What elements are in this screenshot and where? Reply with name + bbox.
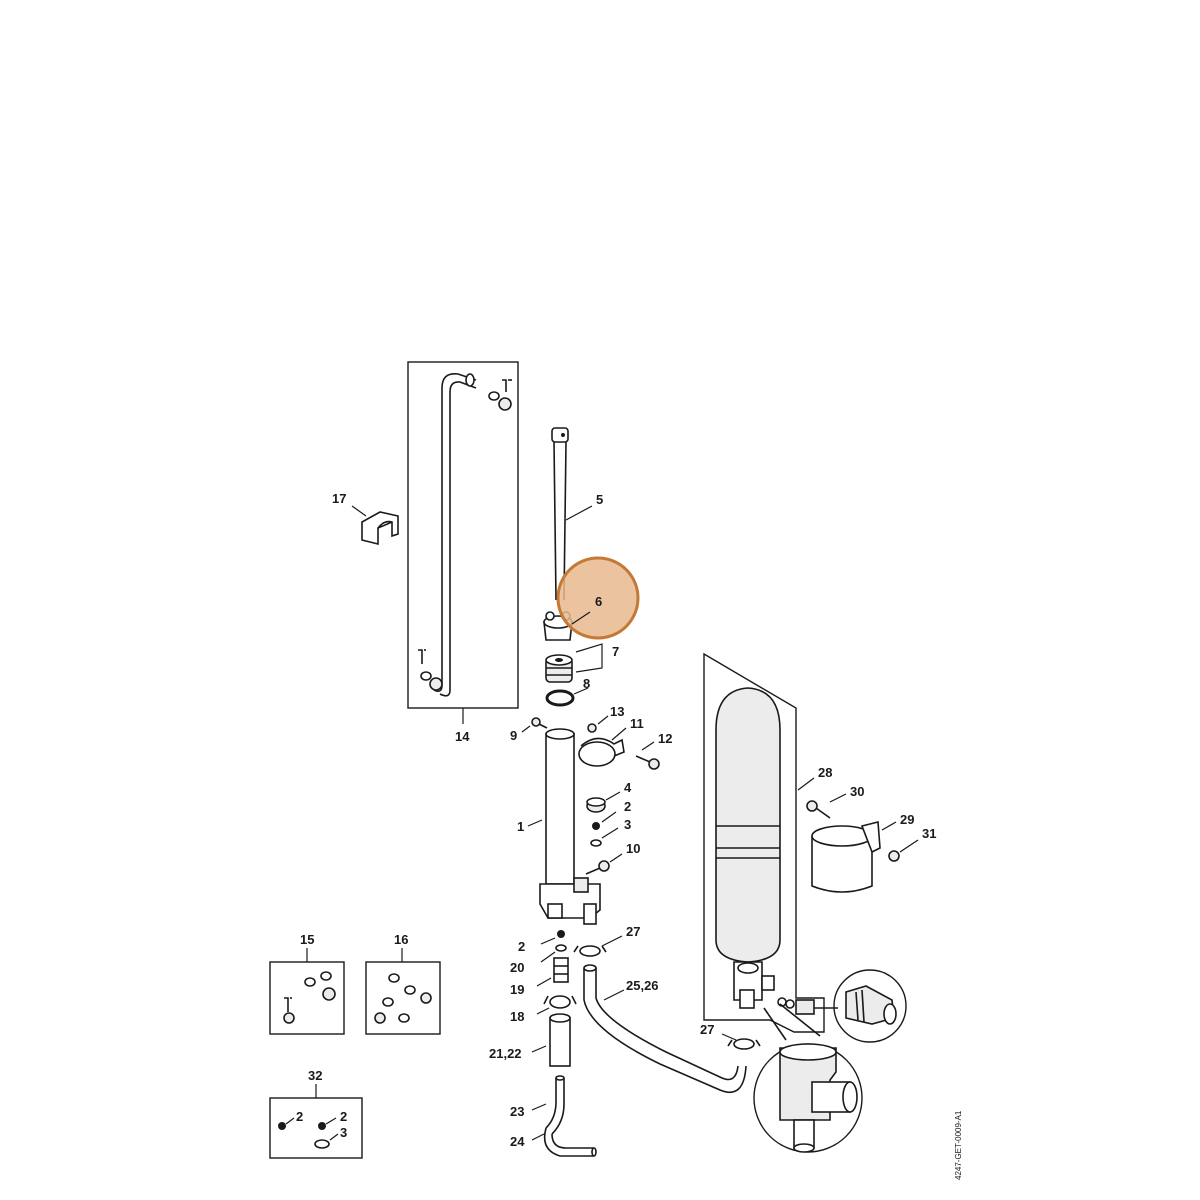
part-9-screw [531,717,548,729]
label-32: 32 [308,1068,322,1083]
label-16: 16 [394,932,408,947]
part-17-clip [361,511,399,546]
kit-15 [269,961,345,1035]
label-9: 9 [510,728,517,743]
label-6: 6 [595,594,602,609]
part-27-clamp-a [573,945,607,957]
part-5-tube [551,427,569,601]
label-2-kit-b: 2 [340,1109,347,1124]
part-21-22-hose [549,1013,571,1067]
part-8-oring [545,689,575,707]
label-2-upper: 2 [624,799,631,814]
part-1-body [539,728,601,925]
label-12: 12 [658,731,672,746]
part-3-ring-upper [590,839,602,847]
label-7: 7 [612,644,619,659]
label-28: 28 [818,765,832,780]
label-3-upper: 3 [624,817,631,832]
part-2-ball-upper [592,822,600,830]
part-11-clamp [578,737,625,767]
label-5: 5 [596,492,603,507]
label-29: 29 [900,812,914,827]
label-24: 24 [510,1134,525,1149]
part-18-clamp [543,995,577,1009]
part-12-screw [635,755,660,770]
label-14: 14 [455,729,470,744]
label-27-b: 27 [700,1022,714,1037]
part-4-plug [586,797,606,813]
label-15: 15 [300,932,314,947]
label-13: 13 [610,704,624,719]
part-24-hose [543,1127,597,1157]
part-28-group [703,652,825,1033]
part-2-ball-lower [557,930,565,938]
detail-tee-large [753,1003,863,1153]
part-20-ring [555,944,567,952]
label-1: 1 [517,819,524,834]
kit-16 [365,961,441,1035]
kit-32 [269,1097,363,1159]
label-23: 23 [510,1104,524,1119]
label-31: 31 [922,826,936,841]
label-19: 19 [510,982,524,997]
part-23-elbow [545,1075,565,1135]
label-3-kit: 3 [340,1125,347,1140]
label-11: 11 [630,716,644,731]
part-10-screw [585,860,610,875]
part-25-26-hose [583,964,747,1094]
part-14-group [407,361,519,709]
label-25-26: 25,26 [626,978,659,993]
label-17: 17 [332,491,346,506]
part-7-filter [545,654,573,683]
reference-code: 4247-GET-0009-A1 [954,1110,963,1180]
part-29-bracket [811,820,881,893]
label-18: 18 [510,1009,524,1024]
label-8: 8 [583,676,590,691]
part-13-nut [587,723,597,733]
label-21-22: 21,22 [489,1046,522,1061]
part-30-screw [806,800,831,819]
label-30: 30 [850,784,864,799]
highlight-circle[interactable] [556,556,640,640]
label-27-a: 27 [626,924,640,939]
label-20: 20 [510,960,524,975]
label-2-lower: 2 [518,939,525,954]
part-19-nipple [553,957,569,983]
label-4: 4 [624,780,632,795]
label-10: 10 [626,841,640,856]
part-31-nut [888,850,900,862]
detail-connector-right [814,969,907,1043]
part-27-clamp-b [727,1038,761,1050]
label-2-kit-a: 2 [296,1109,303,1124]
